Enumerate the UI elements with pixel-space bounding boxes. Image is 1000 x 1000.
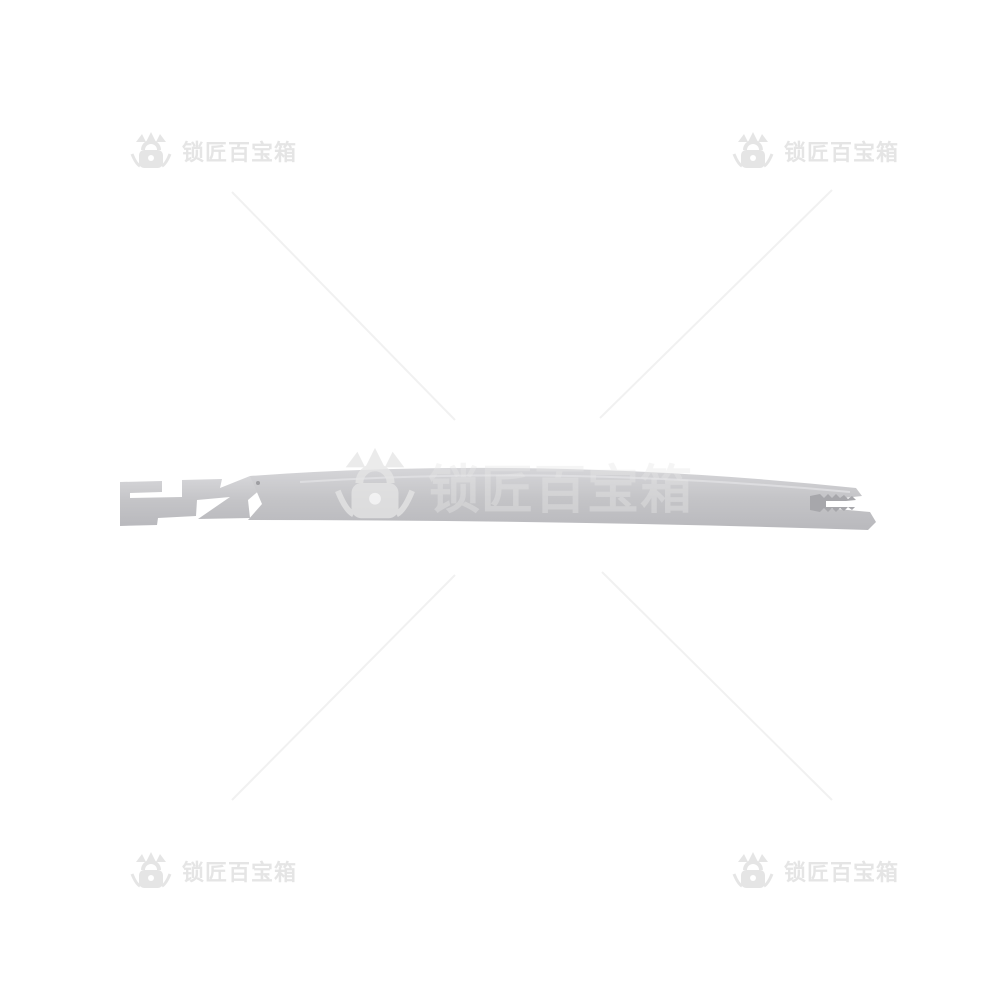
tool-rivet-mark: [256, 481, 260, 485]
watermark-text: 锁匠百宝箱: [784, 141, 900, 166]
padlock-logo-icon: [130, 132, 172, 168]
tool-serrated-fork: [810, 494, 856, 512]
tool-left-hook: [120, 476, 262, 526]
watermark-top-right: 锁匠百宝箱: [730, 128, 899, 174]
padlock-logo-icon: [732, 852, 774, 888]
watermark-center: 锁匠百宝箱: [330, 440, 693, 530]
padlock-logo-icon: [732, 132, 774, 168]
watermark-text: 锁匠百宝箱: [784, 861, 900, 886]
watermark-text: 锁匠百宝箱: [182, 861, 298, 886]
watermark-top-left: 锁匠百宝箱: [128, 128, 297, 174]
watermark-bottom-left: 锁匠百宝箱: [128, 848, 297, 894]
padlock-logo-icon: [130, 852, 172, 888]
watermark-text: 锁匠百宝箱: [182, 141, 298, 166]
padlock-logo-icon: [335, 447, 415, 519]
watermark-bottom-right: 锁匠百宝箱: [730, 848, 899, 894]
tool-shaft: [248, 467, 876, 530]
watermark-text-large: 锁匠百宝箱: [428, 460, 694, 521]
